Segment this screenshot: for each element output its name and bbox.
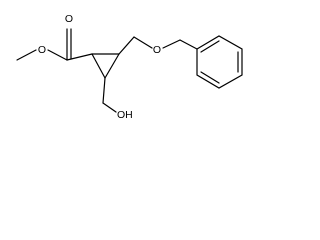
bond-carbonyl-to-ring [66,53,93,61]
molecule-diagram: O O O OH [16,13,243,121]
bond-ring-to-ch2oh [102,77,106,104]
ester-oxygen-label: O [38,44,46,56]
bond-ring-c2-c3 [104,53,120,79]
bond-ch2-ether [133,36,153,49]
phenyl-inner-bond-3 [200,71,220,84]
ether-oxygen-label: O [153,44,161,56]
hydroxyl-label: OH [117,109,133,121]
bond-oxygen-carbonyl-carbon [47,49,68,61]
phenyl-inner-bond-1 [200,40,220,53]
bond-benzyl-ring [179,39,198,50]
bond-ring-to-ch2 [118,36,135,55]
phenyl-ring [196,35,243,89]
bond-ring-c1-c3 [91,53,106,79]
carbonyl-oxygen-label: O [65,13,73,25]
bond-methyl-oxygen [16,49,37,61]
bond-ether-benzyl [162,39,181,49]
bond-ch2-oh [102,102,117,113]
